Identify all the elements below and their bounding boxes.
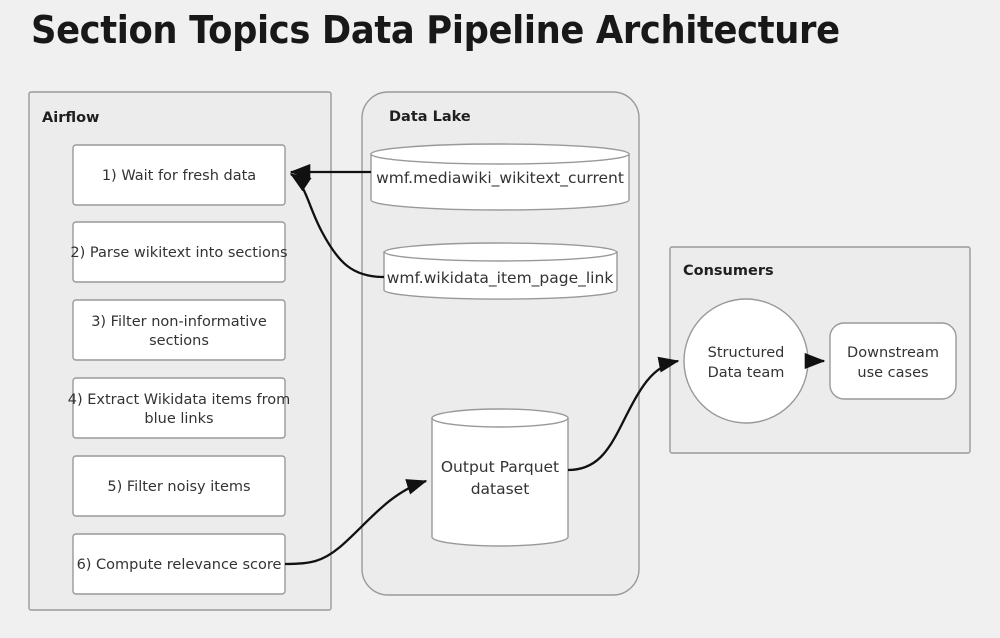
node-step4-box[interactable]: [72, 377, 286, 439]
node-sdteam-circle[interactable]: [683, 298, 809, 424]
node-downstream-label-line1: Downstream: [847, 345, 939, 361]
node-step4[interactable]: 4) Extract Wikidata items from blue link…: [68, 377, 290, 439]
node-step2[interactable]: 2) Parse wikitext into sections: [70, 221, 288, 283]
cluster-consumers-label: Consumers: [683, 263, 774, 279]
node-step3-label-line2: sections: [149, 333, 209, 349]
node-step2-label: 2) Parse wikitext into sections: [70, 245, 287, 261]
cluster-datalake-label: Data Lake: [389, 109, 471, 125]
node-step3-label-line1: 3) Filter non-informative: [91, 314, 267, 330]
node-step1[interactable]: 1) Wait for fresh data: [72, 144, 286, 206]
node-parquet-label-line2: dataset: [471, 480, 530, 498]
edge-parquet-to-sdteam: [567, 356, 680, 472]
node-parquet-label-line1: Output Parquet: [441, 458, 559, 476]
node-downstream-box[interactable]: [829, 322, 957, 400]
node-sdteam-label-line2: Data team: [708, 365, 785, 381]
node-sdteam-label-line1: Structured: [708, 345, 785, 361]
page-title: Section Topics Data Pipeline Architectur…: [31, 8, 840, 52]
node-step3[interactable]: 3) Filter non-informative sections: [72, 299, 286, 361]
edge-itempagelink-to-step1: [289, 173, 385, 279]
node-step5-box[interactable]: [72, 455, 286, 517]
node-step1-label: 1) Wait for fresh data: [102, 168, 256, 184]
node-step6[interactable]: 6) Compute relevance score: [72, 533, 286, 595]
node-parquet-body[interactable]: [431, 417, 569, 547]
node-parquet[interactable]: Output Parquet dataset: [431, 408, 569, 547]
node-step2-box[interactable]: [72, 221, 286, 283]
node-step4-label-line2: blue links: [144, 411, 213, 427]
node-sdteam[interactable]: Structured Data team: [683, 298, 809, 424]
node-downstream[interactable]: Downstream use cases: [829, 322, 957, 400]
node-step5[interactable]: 5) Filter noisy items: [72, 455, 286, 517]
cluster-airflow-label: Airflow: [42, 110, 99, 126]
node-wikitext[interactable]: wmf.mediawiki_wikitext_current: [370, 143, 630, 211]
node-parquet-top: [431, 408, 569, 428]
node-itempagelink-body[interactable]: [383, 251, 618, 300]
node-step5-label: 5) Filter noisy items: [107, 479, 250, 495]
node-step6-label: 6) Compute relevance score: [77, 557, 282, 573]
node-step3-box[interactable]: [72, 299, 286, 361]
node-itempagelink-label: wmf.wikidata_item_page_link: [387, 269, 614, 288]
node-step4-label-line1: 4) Extract Wikidata items from: [68, 392, 290, 408]
node-itempagelink[interactable]: wmf.wikidata_item_page_link: [383, 242, 618, 300]
node-downstream-label-line2: use cases: [857, 365, 928, 381]
node-wikitext-top: [370, 143, 630, 165]
node-step1-box[interactable]: [72, 144, 286, 206]
node-wikitext-label: wmf.mediawiki_wikitext_current: [376, 169, 624, 188]
node-wikitext-body[interactable]: [370, 153, 630, 211]
edge-step6-to-parquet: [284, 479, 428, 566]
node-itempagelink-top: [383, 242, 618, 262]
